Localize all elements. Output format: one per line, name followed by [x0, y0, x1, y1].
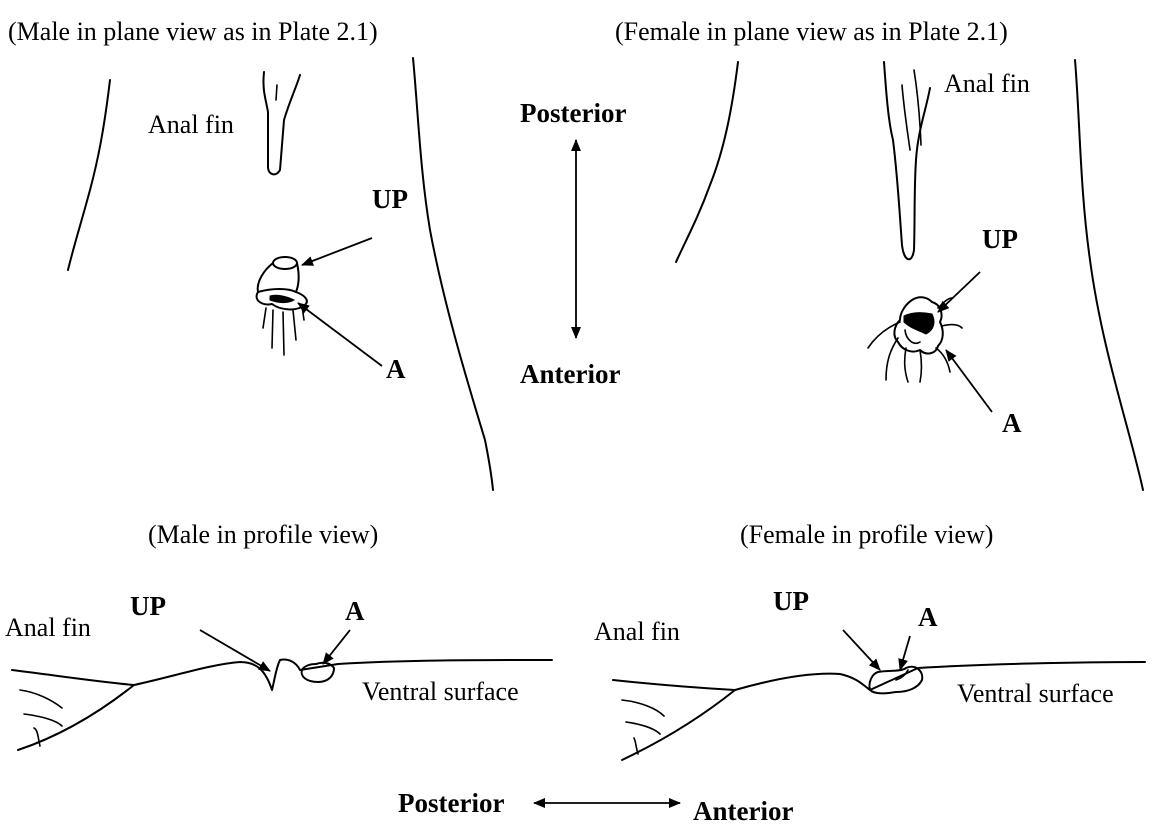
female-body-outline-left: [675, 61, 739, 263]
female-up-arrow: [937, 271, 981, 313]
female-profile-up-anus: [868, 665, 924, 695]
male-profile-a-label: A: [345, 596, 365, 626]
male-profile-fin-upper: [11, 669, 135, 686]
male-up-label: UP: [372, 184, 408, 214]
horizontal-orientation: Posterior Anterior: [398, 788, 793, 826]
male-profile-ventral: [133, 658, 553, 691]
female-profile-up-label: UP: [773, 586, 809, 616]
male-up-papilla-body: [256, 262, 300, 293]
female-profile-inner: [895, 669, 909, 681]
male-profile-anus: [300, 661, 335, 683]
female-profile-up-arrow: [842, 629, 881, 671]
female-profile-a-label: A: [918, 602, 938, 632]
female-up-inner: [904, 329, 921, 345]
male-profile-up-arrow: [199, 629, 271, 672]
male-plane-view: UP A Anal fin: [67, 57, 494, 491]
female-a-arrow: [945, 349, 993, 413]
female-up-dark: [903, 312, 935, 335]
female-profile-a-arrow: [898, 635, 911, 671]
female-profile-fin-rays: [621, 699, 665, 755]
male-body-outline-left: [67, 79, 111, 271]
male-profile-view: Anal fin UP A Ventral surface: [5, 591, 553, 751]
vertical-posterior-label: Posterior: [520, 98, 626, 128]
male-up-arrow: [301, 237, 373, 266]
vertical-orientation: Posterior Anterior: [520, 98, 626, 389]
male-a-arrow: [297, 302, 383, 367]
female-profile-ventral-label: Ventral surface: [957, 679, 1114, 708]
female-anal-fin: [883, 61, 931, 261]
female-anal-fin-label: Anal fin: [944, 69, 1030, 98]
caption-female-plane: (Female in plane view as in Plate 2.1): [615, 17, 1008, 46]
male-up-papilla-rim: [272, 256, 298, 270]
female-up-papilla: [893, 296, 944, 355]
male-anus-dark: [269, 294, 295, 304]
female-profile-ventral: [734, 661, 1146, 691]
female-anal-fin-ray-1: [901, 84, 911, 151]
female-profile-fin-lower: [621, 689, 736, 761]
horizontal-anterior-label: Anterior: [693, 796, 793, 826]
male-anus-lines: [262, 305, 305, 356]
caption-male-profile: (Male in profile view): [148, 520, 378, 549]
male-profile-up-label: UP: [130, 591, 166, 621]
caption-female-profile: (Female in profile view): [740, 520, 993, 549]
female-radiating-lines: [867, 297, 963, 383]
male-body-outline-right: [412, 57, 494, 491]
horizontal-posterior-label: Posterior: [398, 788, 504, 818]
caption-male-plane: (Male in plane view as in Plate 2.1): [8, 17, 378, 46]
female-body-outline-right: [1074, 59, 1144, 491]
female-up-label: UP: [982, 224, 1018, 254]
female-anal-fin-ray-2: [913, 69, 922, 146]
female-a-label: A: [1002, 408, 1022, 438]
male-profile-ventral-label: Ventral surface: [362, 677, 519, 706]
male-profile-anal-fin-label: Anal fin: [5, 613, 91, 642]
female-profile-view: Anal fin UP A Ventral surface: [594, 586, 1146, 761]
female-plane-view: UP A Anal fin: [675, 59, 1144, 491]
male-profile-a-arrow: [322, 629, 351, 665]
male-profile-fin-lower: [17, 684, 135, 751]
vertical-anterior-label: Anterior: [520, 359, 620, 389]
male-a-label: A: [386, 354, 406, 384]
male-anal-fin-ray: [275, 84, 278, 101]
female-profile-fin-upper: [612, 679, 736, 691]
male-anal-fin: [262, 71, 301, 176]
male-anal-fin-label: Anal fin: [148, 110, 234, 139]
male-profile-fin-rays: [19, 689, 63, 747]
female-profile-anal-fin-label: Anal fin: [594, 617, 680, 646]
